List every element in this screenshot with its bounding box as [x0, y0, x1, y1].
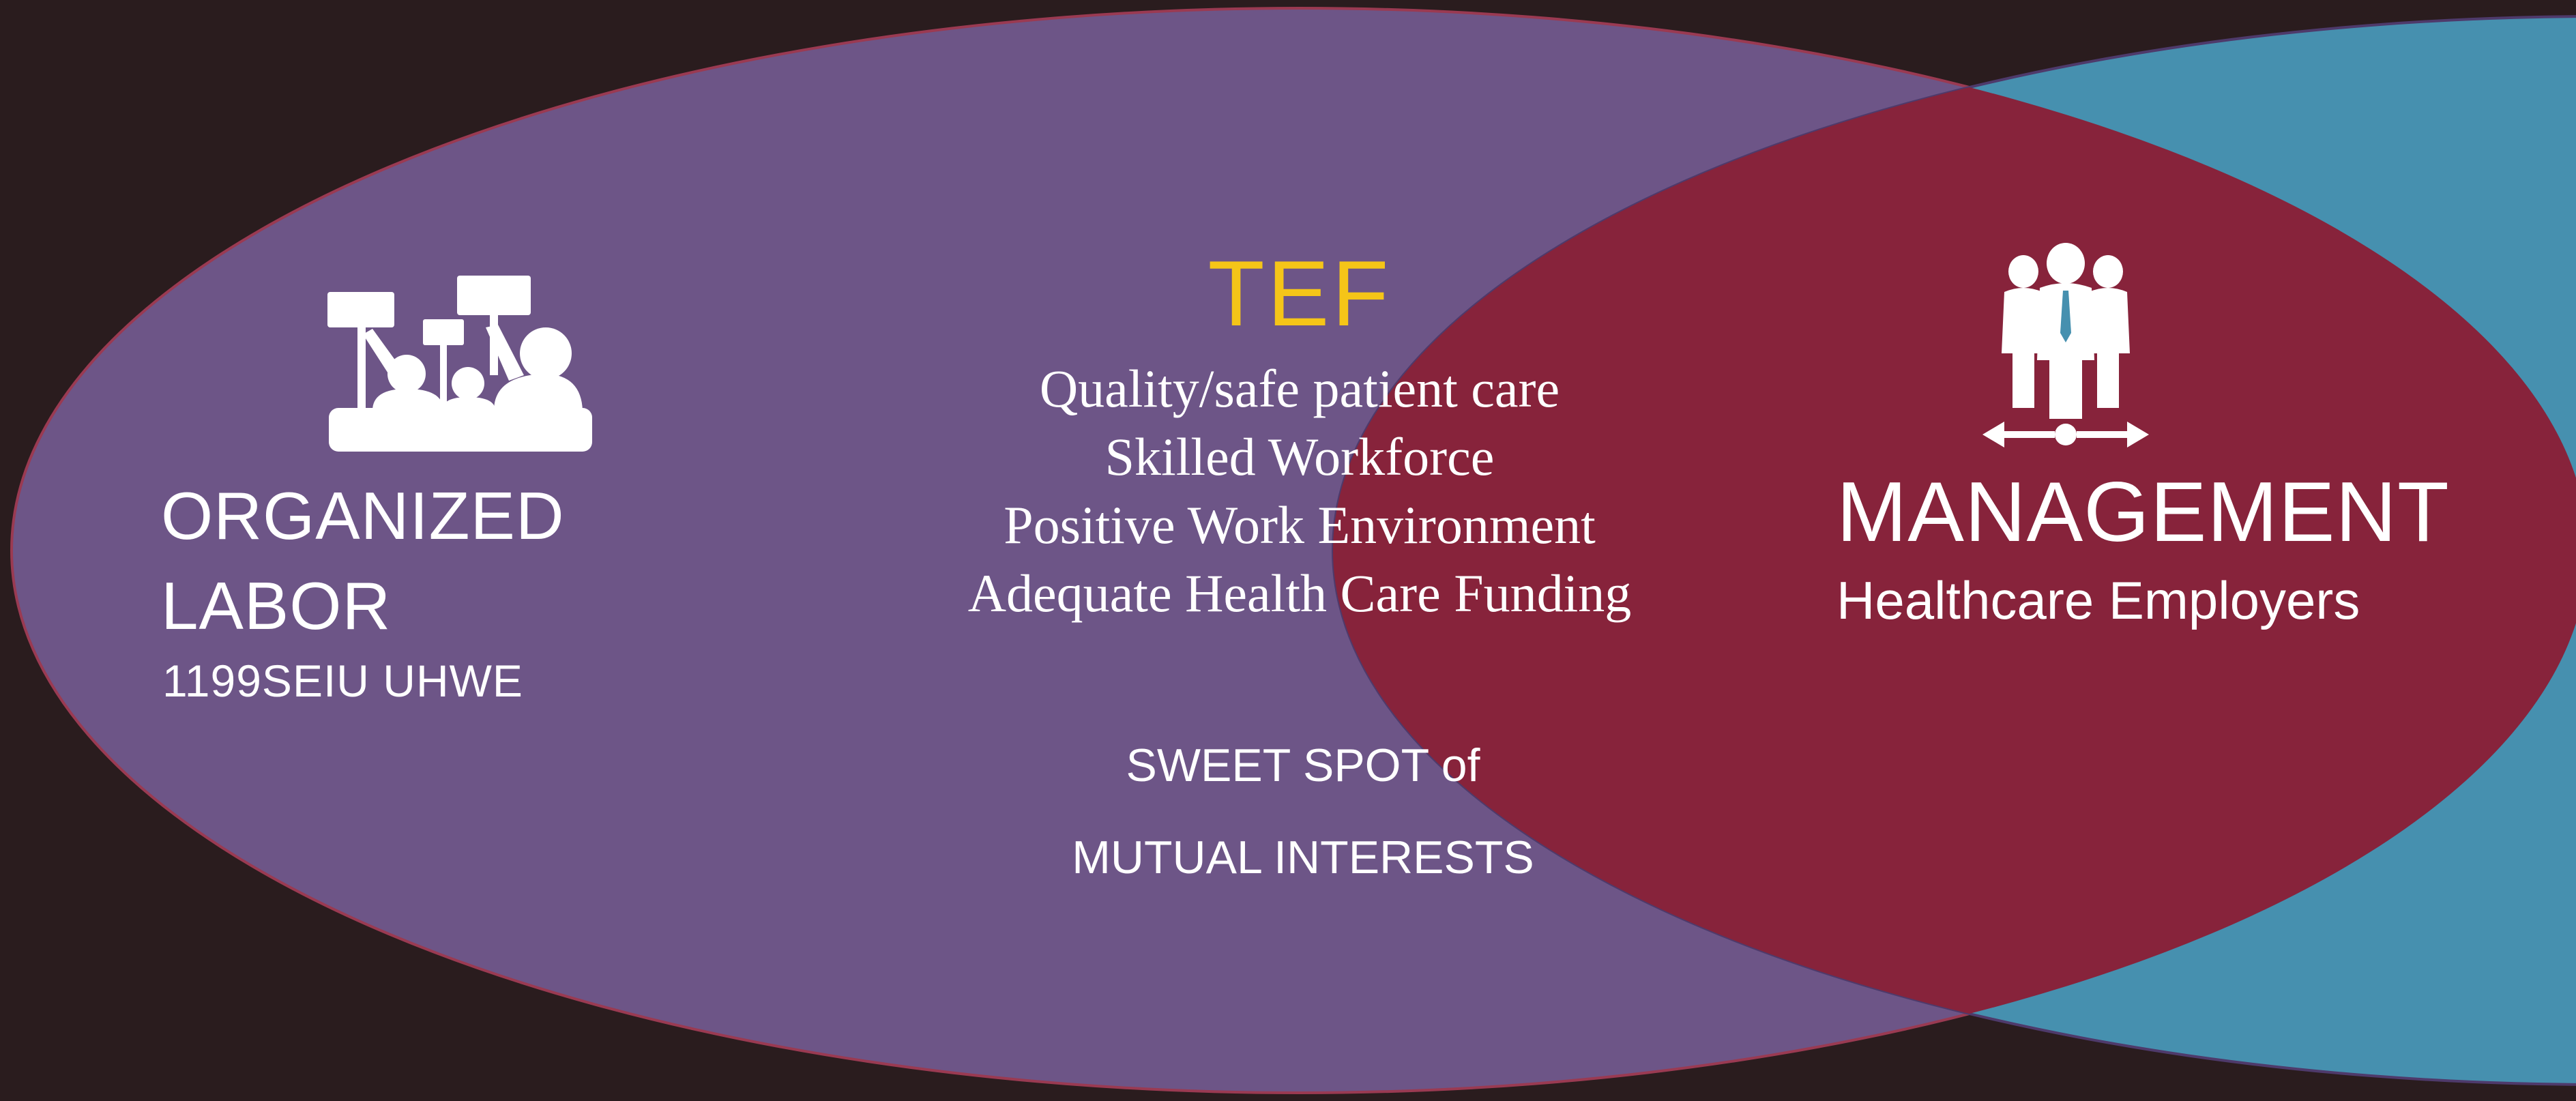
tef-title: TEF	[1208, 241, 1392, 345]
person-center-tie	[2060, 291, 2071, 342]
arrow-left-head	[1982, 422, 2004, 447]
podium	[329, 408, 592, 452]
labor-title-line: LABOR	[161, 568, 392, 643]
person-3-body	[494, 374, 583, 411]
person-center-head	[2047, 243, 2085, 284]
management-subtitle: Healthcare Employers	[1836, 570, 2360, 630]
person-2-head	[452, 367, 484, 400]
overlap-content: TEF Quality/safe patient care Skilled Wo…	[894, 239, 1706, 628]
person-right-head	[2093, 255, 2123, 288]
arrow-shaft-left	[1997, 431, 2055, 438]
arrow-shaft-right	[2077, 431, 2134, 438]
tef-item: Quality/safe patient care	[1039, 359, 1560, 418]
tef-item: Positive Work Environment	[1004, 495, 1596, 555]
tef-item-list: Quality/safe patient care Skilled Workfo…	[894, 355, 1706, 628]
business-people-icon	[1982, 243, 2149, 447]
sweet-spot-tagline: SWEET SPOT of MUTUAL INTERESTS	[976, 720, 1630, 904]
person-1-body	[372, 389, 443, 411]
sign-center	[423, 319, 464, 345]
person-2-body	[442, 397, 495, 411]
protest-crowd-icon	[327, 276, 592, 452]
overlap-region	[1333, 16, 2576, 1085]
person-center-body	[2037, 283, 2094, 419]
person-3-head	[520, 327, 572, 379]
person-right-body	[2086, 288, 2130, 408]
sign-left-stick	[357, 326, 366, 411]
person-1-arm	[363, 329, 401, 377]
tef-item: Skilled Workforce	[1104, 427, 1495, 486]
tagline-line: SWEET SPOT of	[1126, 739, 1480, 791]
arrow-center-dot	[2055, 424, 2077, 445]
labor-title-line: ORGANIZED	[161, 478, 565, 553]
tef-item: Adequate Health Care Funding	[967, 563, 1632, 623]
tagline-line: MUTUAL INTERESTS	[1072, 832, 1534, 883]
sign-center-stick	[440, 344, 447, 409]
labor-title: ORGANIZED LABOR	[161, 471, 565, 651]
management-title: MANAGEMENT	[1836, 465, 2450, 559]
person-left-body	[2002, 288, 2045, 408]
sign-left	[327, 292, 394, 327]
person-3-arm	[486, 325, 524, 381]
arrow-right-head	[2127, 422, 2149, 447]
person-left-head	[2008, 255, 2038, 288]
sign-right	[457, 276, 531, 315]
labor-subtitle: 1199SEIU UHWE	[162, 656, 523, 706]
